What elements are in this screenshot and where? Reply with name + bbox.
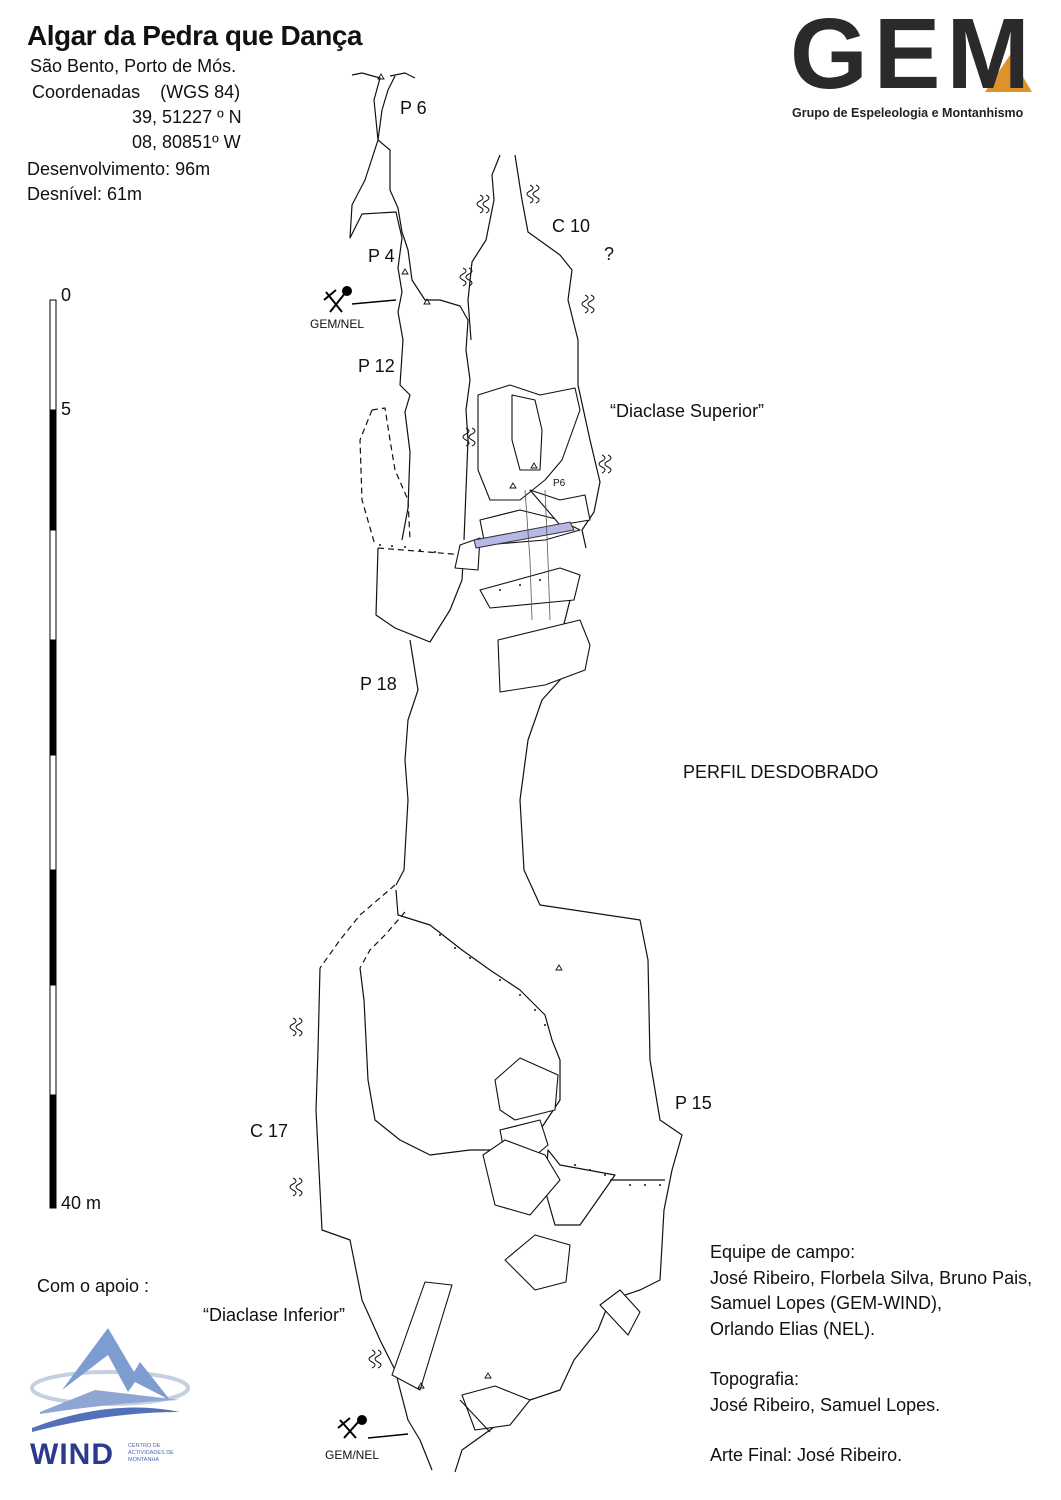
- boulders: [391, 384, 641, 1433]
- label-p18: P 18: [360, 674, 397, 694]
- cave-outline: [315, 72, 683, 1473]
- depth: Desnível: 61m: [27, 184, 143, 204]
- gem-logo-accents: [985, 55, 1032, 92]
- wind-subtitle: CENTRO DE ACTIVIDADES DE MONTANHA: [128, 1443, 174, 1463]
- label-p15: P 15: [675, 1093, 712, 1113]
- label-p12: P 12: [358, 356, 395, 376]
- team-line: Samuel Lopes (GEM-WIND),: [710, 1293, 943, 1313]
- label-gem-nel-top: GEM/NEL: [310, 317, 365, 331]
- location: São Bento, Porto de Mós.: [30, 56, 237, 76]
- team-line: José Ribeiro, Florbela Silva, Bruno Pais…: [710, 1267, 1033, 1288]
- label-c17: C 17: [250, 1121, 289, 1141]
- team-line: Orlando Elias (NEL).: [710, 1318, 876, 1339]
- dotted-ledges: [379, 544, 661, 1186]
- gem-logo-letters: GEM: [790, 0, 1036, 110]
- water-pool: [473, 521, 575, 549]
- team-heading: Equipe de campo:: [710, 1242, 856, 1262]
- label-diaclase-inferior: “Diaclase Inferior”: [203, 1305, 346, 1325]
- label-p6: P 6: [400, 98, 427, 118]
- cave-title: Algar da Pedra que Dança: [27, 20, 363, 51]
- concretion-symbols: [289, 184, 612, 1369]
- coordinates-label: Coordenadas (WGS 84): [32, 82, 241, 102]
- scale-label-0: 0: [61, 285, 72, 305]
- wind-logo: [30, 1328, 190, 1432]
- scale-label-5: 5: [61, 399, 72, 419]
- pick-shovel-icon: [323, 286, 397, 313]
- label-diaclase-superior: “Diaclase Superior”: [610, 401, 765, 421]
- label-c10: C 10: [552, 216, 591, 236]
- label-question: ?: [604, 244, 615, 264]
- inner-lines: [524, 489, 551, 621]
- development: Desenvolvimento: 96m: [27, 159, 211, 179]
- topo-names: José Ribeiro, Samuel Lopes.: [710, 1394, 941, 1415]
- support-label: Com o apoio :: [37, 1276, 150, 1296]
- label-p6-small: P6: [553, 478, 566, 489]
- label-gem-nel-bottom: GEM/NEL: [325, 1448, 380, 1462]
- label-p4: P 4: [368, 246, 395, 266]
- wind-name: WIND: [30, 1438, 114, 1471]
- longitude: 08, 80851º W: [132, 132, 241, 152]
- label-perfil-desdobrado: PERFIL DESDOBRADO: [683, 762, 879, 782]
- triangle-markers: [377, 73, 563, 1389]
- dashed-passages: [319, 407, 466, 969]
- credits: Equipe de campo: José Ribeiro, Florbela …: [710, 1240, 1032, 1469]
- scale-bar: [49, 299, 57, 1209]
- art-credit: Arte Final: José Ribeiro.: [710, 1445, 903, 1465]
- latitude: 39, 51227 º N: [132, 107, 242, 127]
- scale-label-40: 40 m: [61, 1193, 102, 1213]
- pick-shovel-icon: [337, 1415, 409, 1439]
- topo-heading: Topografia:: [710, 1369, 800, 1389]
- gem-subtitle: Grupo de Espeleologia e Montanhismo: [792, 106, 1024, 120]
